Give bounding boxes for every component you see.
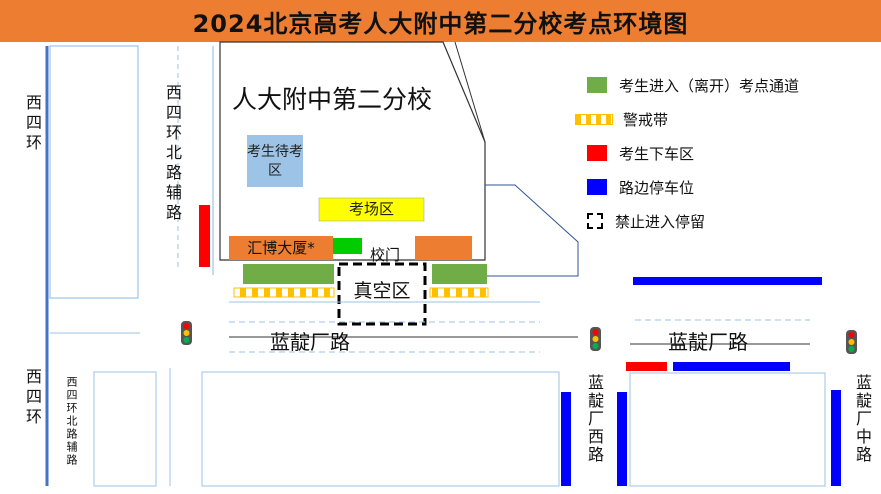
- legend-item-channel: 考生进入（离开）考点通道: [587, 74, 799, 96]
- block-lower-right: [629, 372, 826, 487]
- block-lower-center: [201, 371, 560, 487]
- map-title: 2024北京高考人大附中第二分校考点环境图: [192, 9, 689, 38]
- school-edge: [454, 41, 486, 143]
- exam-area: [318, 197, 425, 222]
- road-label-west-4th-ring-bottom: 西四环: [23, 368, 42, 428]
- road-label-landian-middle: 蓝靛厂中路: [853, 374, 872, 464]
- school-outline: [219, 41, 486, 261]
- traffic-light-icon: [181, 321, 192, 345]
- legend-item-tape: 警戒带: [575, 108, 799, 130]
- road-label-aux-road-top: 西四环北路辅路: [163, 84, 182, 224]
- parking-west-road-left: [561, 392, 571, 486]
- warning-tape-left: [233, 287, 335, 298]
- legend-swatch-dashed: [587, 213, 603, 229]
- legend-label: 禁止进入停留: [615, 212, 706, 231]
- waiting-area-label: 考生待考区: [247, 144, 303, 179]
- road-label-aux-road-bottom: 西四环北路辅路: [65, 376, 78, 467]
- warning-tape-right: [429, 287, 489, 298]
- legend-swatch-blue: [587, 179, 607, 195]
- block-lower-left: [93, 371, 157, 487]
- legend-item-dropoff: 考生下车区: [587, 142, 799, 164]
- parking-west-road-right: [617, 392, 627, 486]
- adjacent-compound: [485, 184, 579, 277]
- road-label-landian-west: 蓝靛厂西路: [585, 374, 604, 464]
- parking-strip-south: [673, 362, 790, 371]
- vacuum-zone: [337, 262, 427, 326]
- traffic-light-icon: [590, 327, 601, 351]
- huibo-building: [229, 236, 333, 260]
- exam-area-label: 考场区: [348, 200, 394, 218]
- channel-right: [432, 264, 487, 284]
- legend-swatch-red: [587, 145, 607, 161]
- legend-item-no-entry: 禁止进入停留: [587, 210, 799, 232]
- huibo-building-label: 汇博大厦*: [247, 239, 315, 257]
- dropoff-zone-left: [199, 205, 210, 267]
- title-bar: 2024北京高考人大附中第二分校考点环境图: [0, 0, 881, 42]
- parking-middle-road: [831, 390, 841, 486]
- legend-label: 考生下车区: [619, 144, 695, 163]
- gate-building-right: [415, 236, 472, 260]
- road-label-landian-left: 蓝靛厂路: [270, 330, 350, 354]
- channel-left: [243, 264, 334, 284]
- dropoff-zone-lower: [626, 362, 667, 371]
- legend-swatch-tape: [575, 113, 613, 125]
- legend-swatch-green: [587, 77, 607, 93]
- gate-entrance: [333, 238, 362, 254]
- gate-label: 校门: [370, 246, 401, 264]
- parking-strip-north: [633, 277, 822, 285]
- waiting-area: [247, 135, 303, 187]
- school-name: 人大附中第二分校: [232, 85, 433, 114]
- legend-label: 考生进入（离开）考点通道: [619, 76, 800, 95]
- legend-label: 路边停车位: [619, 178, 695, 197]
- legend: 考生进入（离开）考点通道 警戒带 考生下车区 路边停车位 禁止进入停留: [575, 74, 799, 232]
- road-label-west-4th-ring-top: 西四环: [23, 94, 42, 154]
- block-upper-left: [49, 45, 139, 299]
- traffic-light-icon: [846, 330, 857, 354]
- legend-item-parking: 路边停车位: [587, 176, 799, 198]
- road-label-landian-right: 蓝靛厂路: [668, 330, 748, 354]
- legend-label: 警戒带: [623, 110, 669, 129]
- vacuum-zone-label: 真空区: [353, 280, 411, 302]
